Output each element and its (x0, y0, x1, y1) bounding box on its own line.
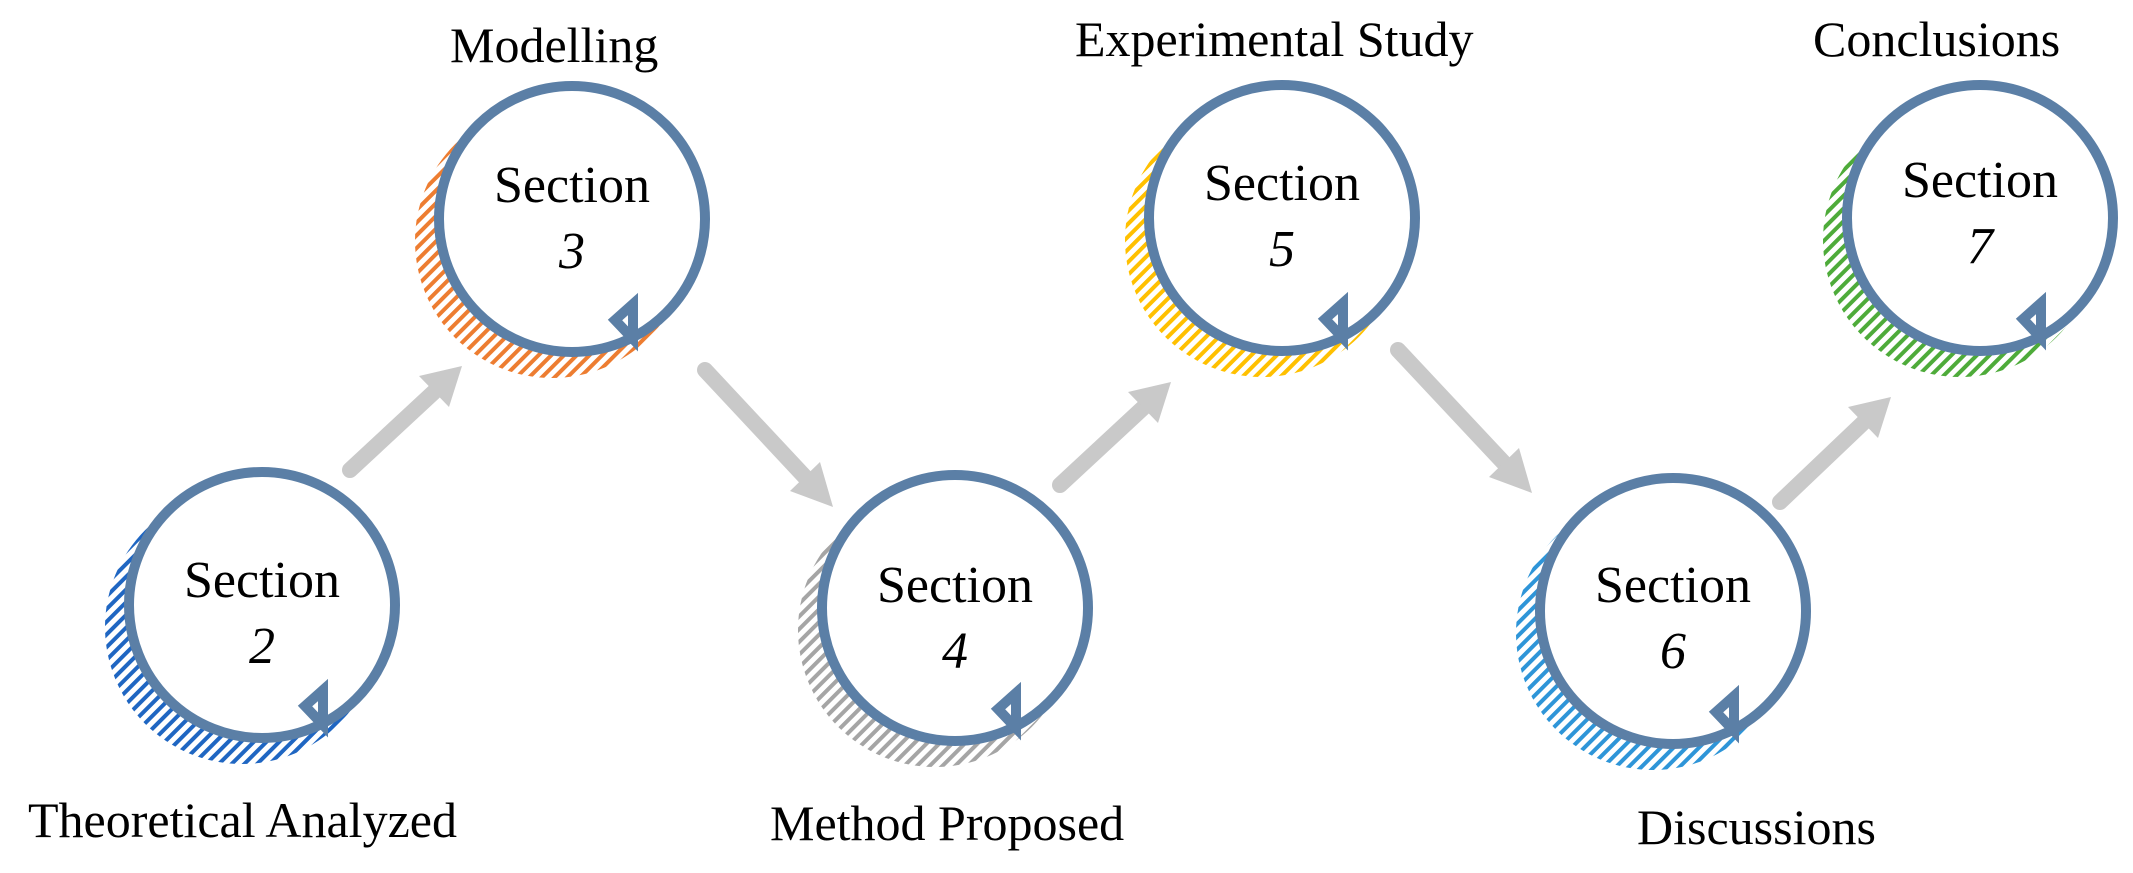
bubble-tail (1708, 684, 1739, 744)
section-label: Section (1595, 557, 1751, 614)
node-circle (124, 467, 400, 743)
node-text-section-6: Section 6 (1543, 560, 1803, 678)
node-circle (434, 81, 710, 357)
section-number: 6 (1660, 623, 1686, 680)
section-number: 4 (942, 623, 968, 680)
node-section-3 (415, 81, 710, 378)
arrow-s5-to-s6 (1390, 342, 1532, 493)
node-text-section-3: Section 3 (442, 160, 702, 278)
bubble-tail (2015, 291, 2046, 351)
bubble-tail (607, 292, 638, 352)
arrow-s2-to-s3 (342, 366, 462, 478)
caption-conclusions: Conclusions (1813, 11, 2061, 67)
caption-discussions: Discussions (1637, 799, 1876, 855)
section-number: 5 (1269, 221, 1295, 278)
node-circle (817, 470, 1093, 746)
section-number: 2 (249, 618, 275, 675)
bubble-tail (1317, 291, 1348, 351)
flow-arrows (342, 342, 1891, 510)
node-text-section-7: Section 7 (1850, 155, 2110, 273)
node-text-section-2: Section 2 (132, 555, 392, 673)
section-number: 3 (559, 223, 585, 280)
caption-modelling: Modelling (450, 17, 659, 73)
node-text-section-4: Section 4 (825, 560, 1085, 678)
bubble-tail (297, 678, 328, 738)
arrow-s6-to-s7 (1772, 397, 1891, 510)
node-section-6 (1516, 473, 1811, 770)
section-label: Section (494, 157, 650, 214)
caption-theoretical-analyzed: Theoretical Analyzed (28, 792, 457, 848)
node-text-section-5: Section 5 (1152, 158, 1412, 276)
section-label: Section (184, 552, 340, 609)
caption-method-proposed: Method Proposed (770, 795, 1125, 851)
arrow-s3-to-s4 (697, 362, 833, 507)
node-circle (1144, 80, 1420, 356)
bubble-tail (990, 681, 1021, 741)
node-section-4 (798, 470, 1093, 767)
node-section-7 (1823, 80, 2118, 377)
section-label: Section (877, 557, 1033, 614)
node-section-2 (105, 467, 400, 764)
node-circle (1842, 80, 2118, 356)
section-label: Section (1204, 155, 1360, 212)
node-section-5 (1125, 80, 1420, 377)
section-number: 7 (1967, 218, 1993, 275)
arrow-s4-to-s5 (1052, 382, 1171, 493)
node-circle (1535, 473, 1811, 749)
section-label: Section (1902, 152, 2058, 209)
caption-experimental-study: Experimental Study (1075, 11, 1474, 67)
